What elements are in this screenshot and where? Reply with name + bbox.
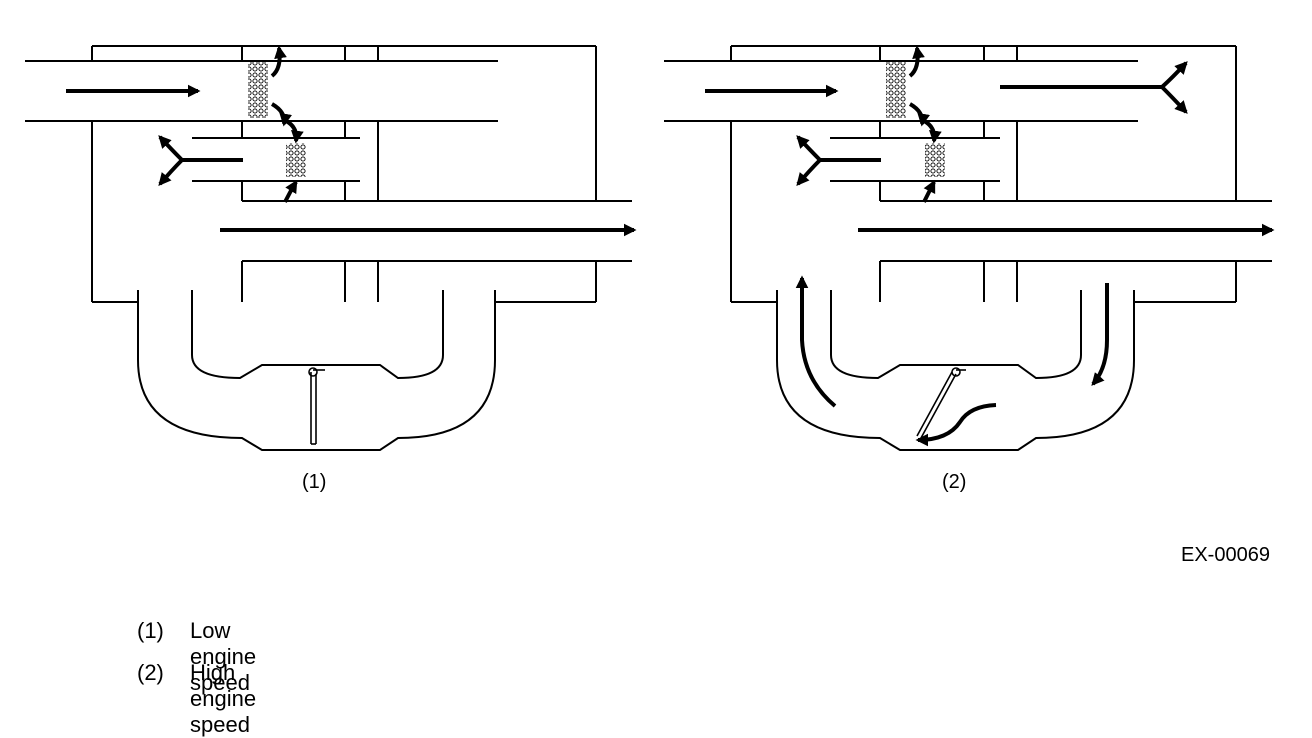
flow-arrow xyxy=(1160,85,1188,114)
perforated-section xyxy=(886,62,906,118)
flow-arrows-low-speed xyxy=(66,45,637,237)
exhaust-valve-open xyxy=(916,367,966,439)
inner-pipe xyxy=(830,137,1000,182)
flow-arrows-high-speed xyxy=(705,45,1275,447)
flow-arrow xyxy=(922,179,936,203)
perforated-section xyxy=(248,62,268,118)
figure-code: EX-00069 xyxy=(1181,544,1270,566)
outlet-pipe xyxy=(242,200,632,262)
perforated-section xyxy=(286,143,306,177)
panel-1-label: (1) xyxy=(302,471,327,493)
bypass-tube xyxy=(137,290,496,451)
inlet-pipe xyxy=(664,60,1138,122)
legend-text: Low engine speed xyxy=(190,618,257,695)
inlet-pipe xyxy=(25,60,498,122)
flow-arrow xyxy=(796,135,822,162)
inner-pipe xyxy=(192,137,360,182)
exhaust-valve-closed xyxy=(308,367,325,445)
outlet-pipe xyxy=(880,200,1272,262)
panel-low-speed xyxy=(25,45,632,451)
flow-arrow xyxy=(283,179,298,203)
panel-high-speed xyxy=(664,45,1272,451)
flow-arrow xyxy=(915,403,997,447)
panel-2-label: (2) xyxy=(942,471,967,493)
legend-number: (1) xyxy=(137,618,164,643)
flow-arrow xyxy=(270,45,287,78)
flow-arrow xyxy=(158,135,184,162)
flow-arrow xyxy=(908,45,925,78)
legend-text: High engine speed xyxy=(190,660,257,737)
flow-arrow xyxy=(796,158,822,186)
legend-number: (2) xyxy=(137,660,164,685)
flow-arrow xyxy=(1091,283,1109,386)
flow-arrow xyxy=(283,118,304,144)
flow-arrow xyxy=(158,158,184,186)
flow-arrow xyxy=(921,118,942,144)
flow-arrow xyxy=(795,275,837,408)
bypass-tube xyxy=(776,290,1135,451)
flow-arrow xyxy=(1160,61,1188,89)
perforated-section xyxy=(925,143,945,177)
